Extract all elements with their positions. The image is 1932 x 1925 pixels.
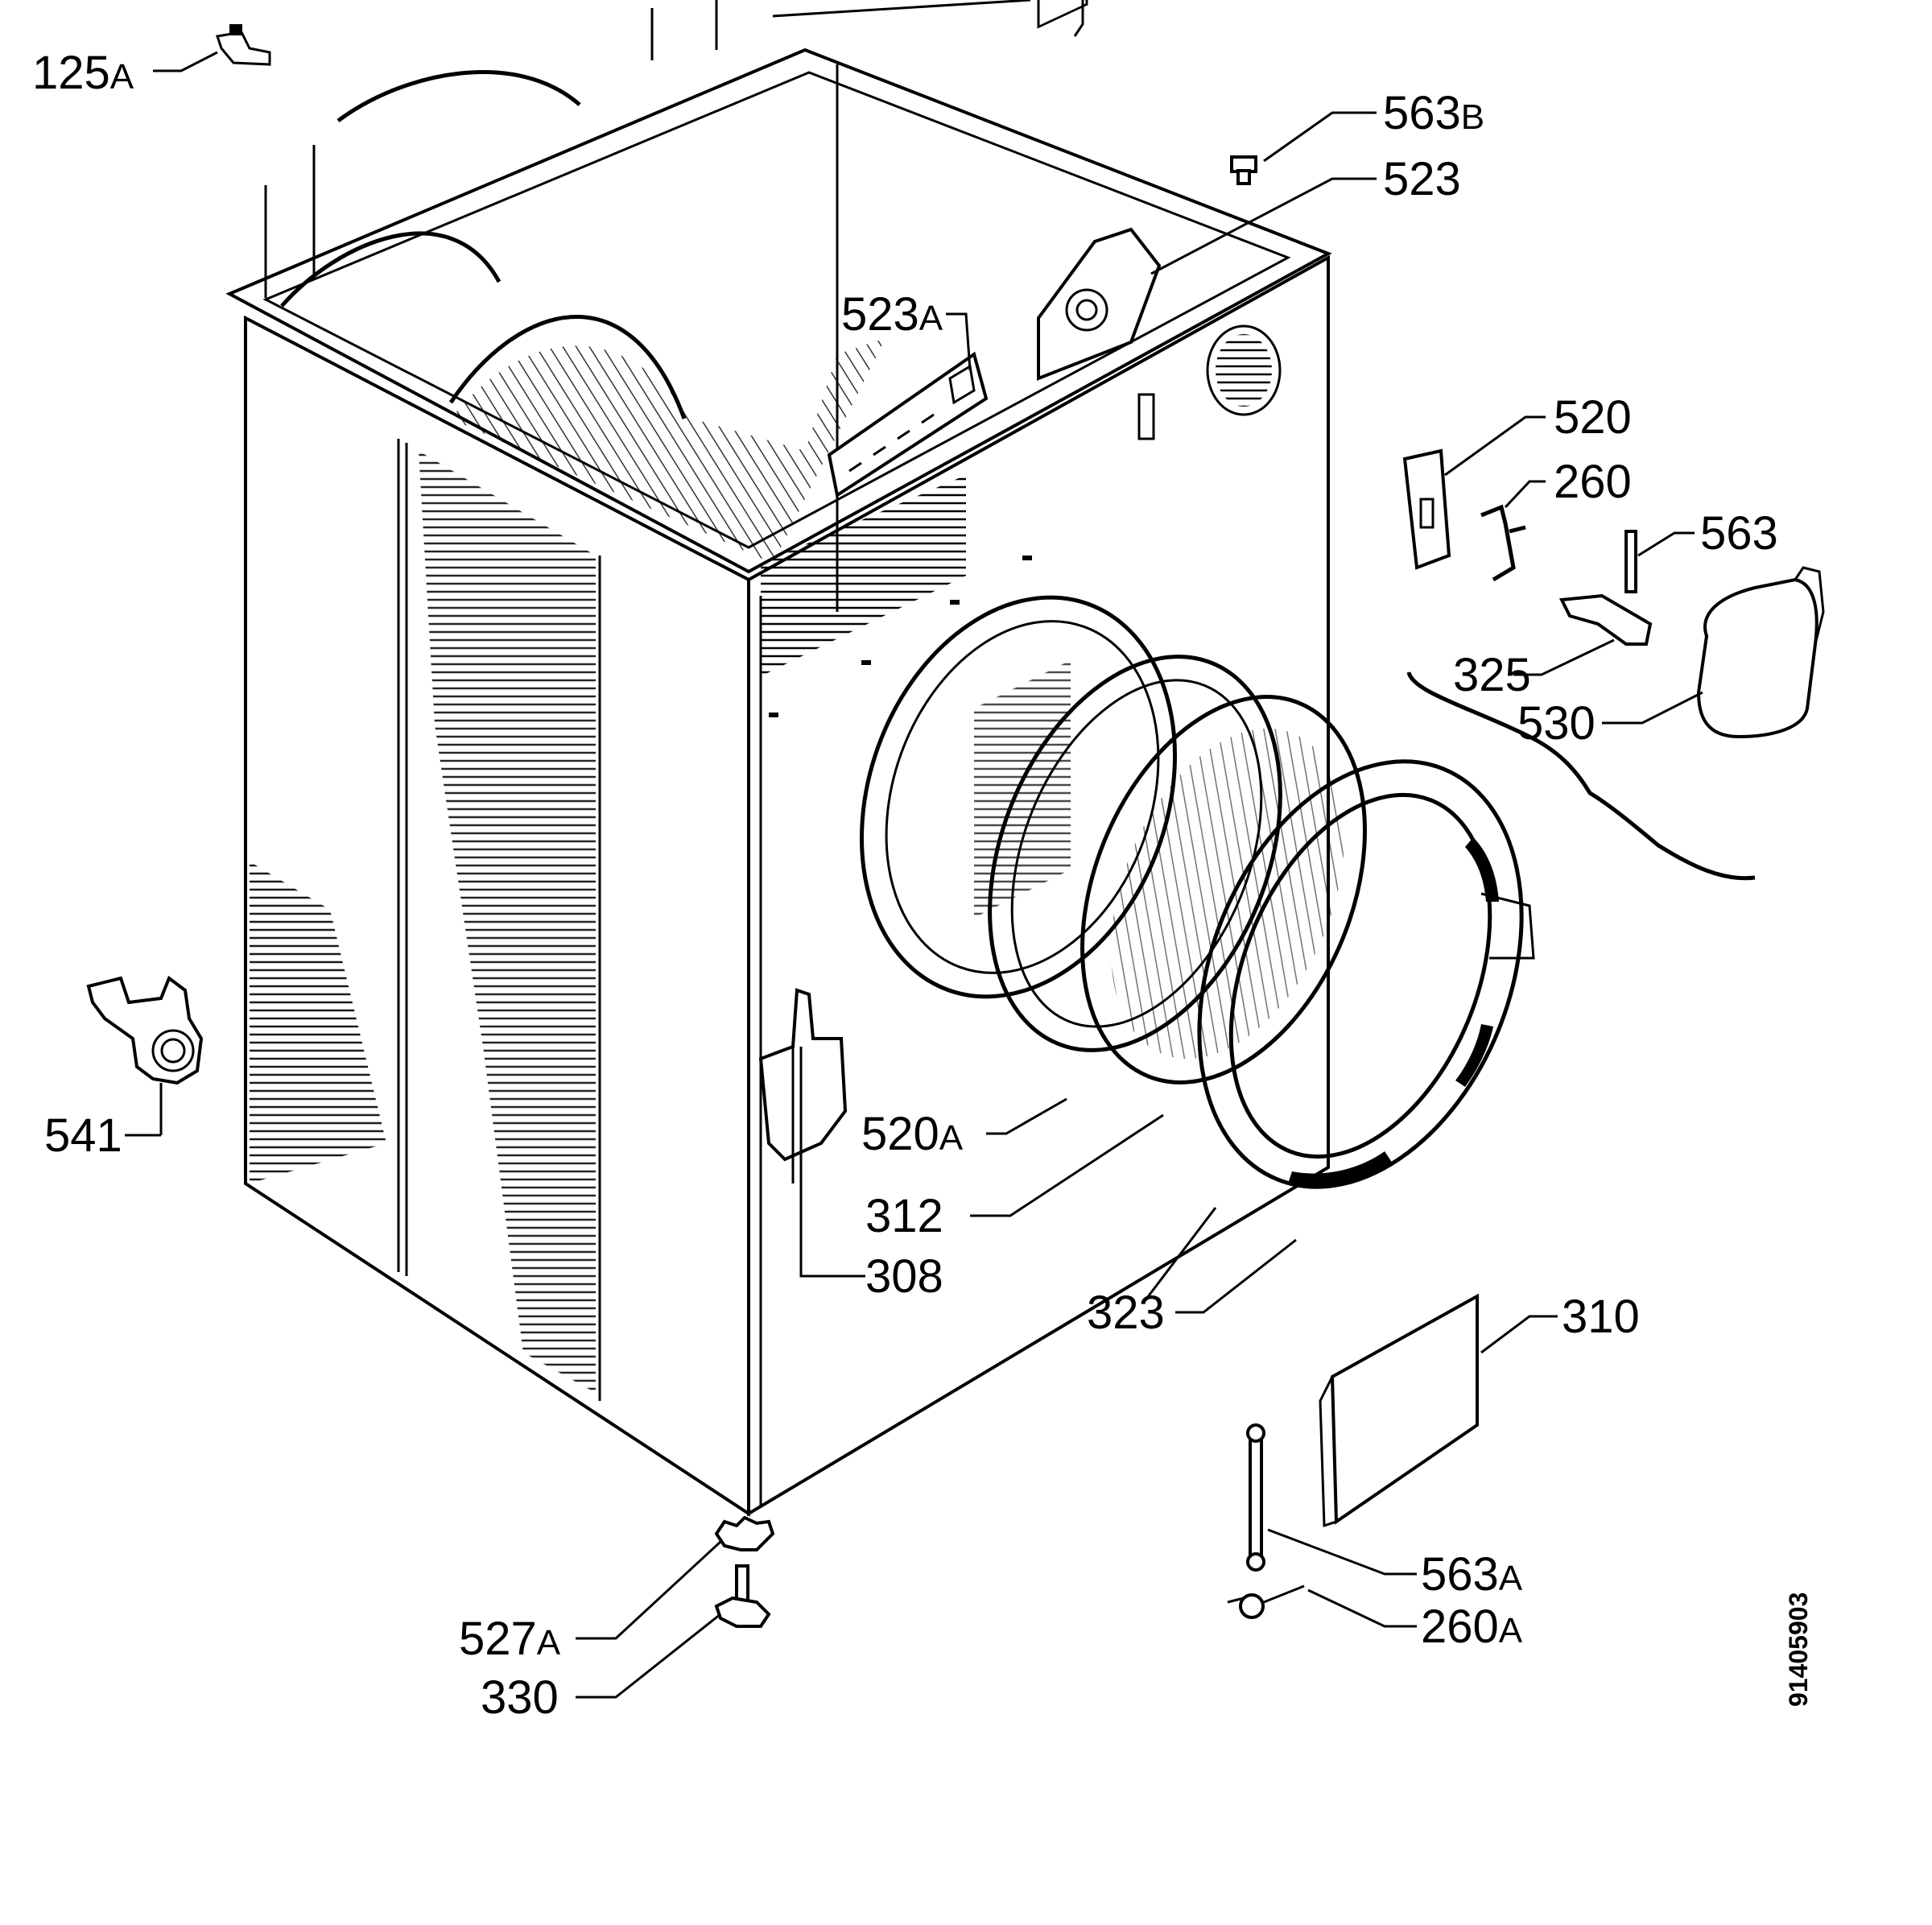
control-panel-shading (761, 475, 966, 676)
label-330: 330 (481, 1671, 559, 1724)
top-rail (772, 0, 1031, 18)
label-527A: 527A (459, 1613, 561, 1665)
cabinet (225, 0, 1332, 1517)
part-520-door-catch (1402, 448, 1451, 570)
front-hole (950, 600, 960, 605)
upper-arch (336, 70, 581, 123)
door-assembly (988, 655, 1535, 1189)
part-527A-nut (714, 1515, 775, 1551)
part-541-bracket (86, 975, 204, 1085)
label-310: 310 (1562, 1291, 1640, 1343)
part-260-spring (1480, 504, 1526, 582)
label-523: 523 (1383, 153, 1461, 205)
label-563: 563 (1700, 507, 1778, 560)
front-hole (861, 660, 871, 665)
outer-ring-handle (1480, 892, 1535, 960)
part-330-foot (714, 1564, 771, 1628)
label-520A: 520A (861, 1108, 964, 1160)
group-brace (1406, 671, 1756, 881)
part-523-bracket (1037, 227, 1162, 381)
label-308: 308 (865, 1250, 943, 1303)
label-125A: 125A (32, 47, 134, 99)
part-260A-spring (1227, 1584, 1305, 1619)
label-563B: 563B (1383, 87, 1484, 139)
part-325-lever (1558, 593, 1653, 646)
front-hole (769, 713, 778, 717)
program-knob-hole (1206, 324, 1282, 416)
document-code: 91405903 (1784, 1592, 1813, 1707)
label-260A: 260A (1421, 1601, 1523, 1653)
interior-hatching (451, 338, 886, 564)
part-563A-pin (1246, 1423, 1265, 1572)
label-520: 520 (1554, 391, 1632, 444)
outer-door-ring-323-inner (1228, 792, 1492, 1159)
part-308-hinge (758, 988, 848, 1184)
side-shading-mid (419, 451, 596, 1393)
label-312: 312 (865, 1190, 943, 1242)
outer-ring-highlight-1 (1288, 1151, 1393, 1188)
label-541: 541 (44, 1109, 122, 1162)
outer-door-ring-323 (1197, 759, 1524, 1189)
front-hole (1022, 556, 1032, 560)
label-523A: 523A (841, 288, 943, 341)
part-563B-plug (1230, 155, 1257, 185)
part-310-panel (1319, 1293, 1479, 1528)
part-563-pin (1624, 530, 1637, 593)
label-260: 260 (1554, 456, 1632, 508)
front-support-arch (448, 314, 687, 419)
label-563A: 563A (1421, 1548, 1523, 1601)
outer-ring-highlight-2 (1465, 837, 1499, 902)
side-shading-left (250, 861, 386, 1184)
label-323: 323 (1087, 1287, 1165, 1339)
display-slot (1037, 0, 1088, 29)
program-knob-hole-inner (1216, 334, 1272, 407)
part-530-cover (1696, 566, 1825, 739)
part-125A-clip (216, 24, 271, 66)
door-glass-312 (1080, 695, 1367, 1084)
rear-support-arch (280, 231, 502, 308)
top-bracket-tail (1073, 0, 1084, 37)
cabinet-top-frame (225, 48, 1332, 574)
indicator-slot (1137, 393, 1155, 440)
door-glass-312-inner (1111, 728, 1344, 1060)
part-523A-hinge-plate (827, 351, 989, 498)
label-530: 530 (1517, 697, 1596, 750)
label-325: 325 (1453, 649, 1531, 701)
leader-lines (125, 51, 1703, 1699)
outer-ring-highlight-3 (1455, 1024, 1493, 1087)
